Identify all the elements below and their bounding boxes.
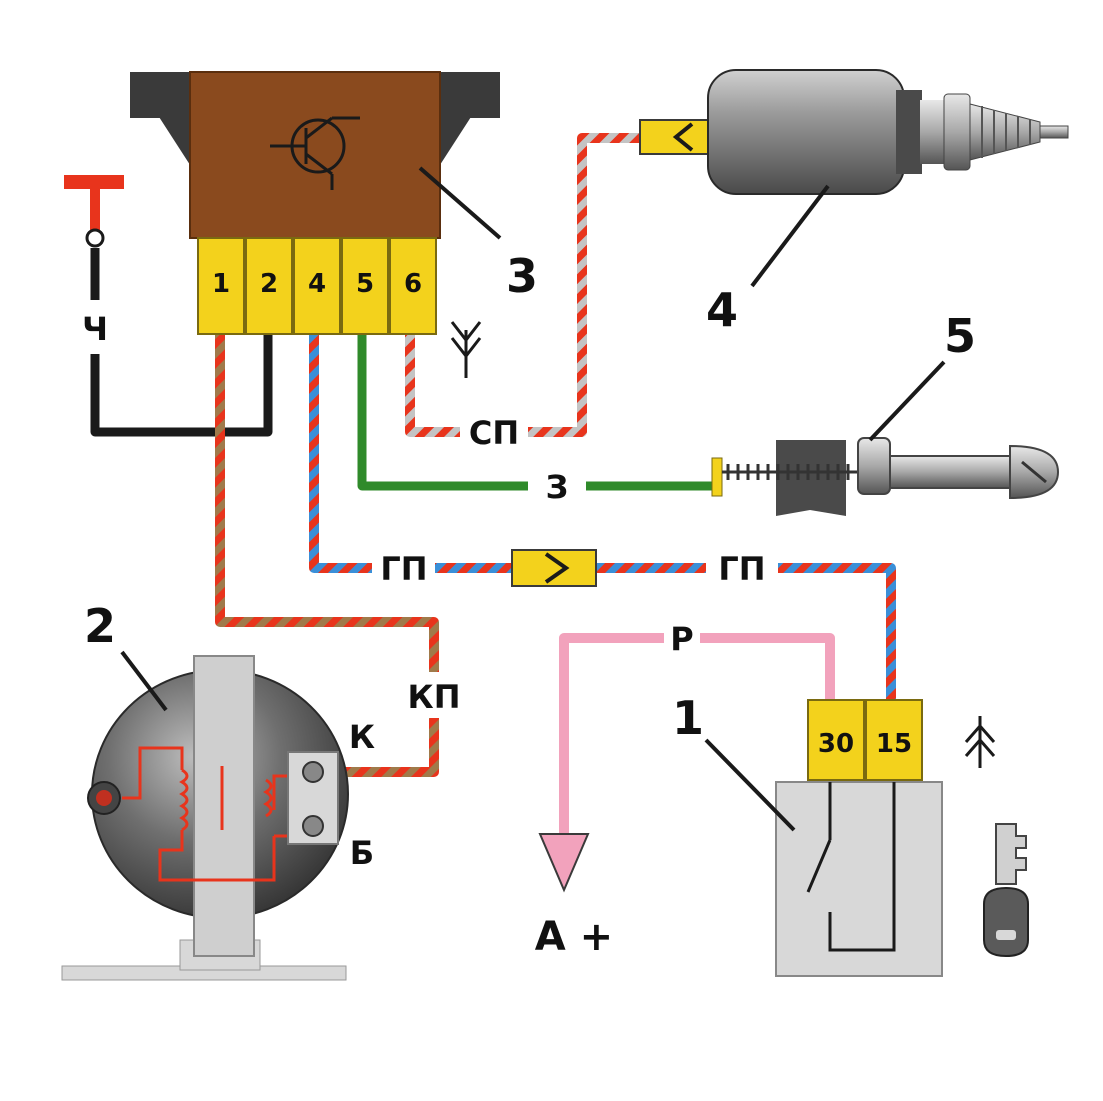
- solenoid-body: [707, 69, 905, 195]
- relay-pin-2: 2: [245, 237, 293, 335]
- ignition-coil: [61, 655, 349, 981]
- solenoid-number: 4: [706, 283, 738, 337]
- wire-label-grey-red: СП: [469, 414, 519, 452]
- wire-black: [90, 248, 273, 437]
- coil-bracket: [193, 655, 255, 957]
- wire-green: [357, 334, 716, 491]
- solenoid-leader: [750, 184, 830, 288]
- wire-pink: [559, 633, 835, 838]
- relay-pin-label: 1: [212, 269, 230, 299]
- ignition-number: 1: [672, 691, 704, 745]
- battery-label: А +: [535, 914, 613, 960]
- ignition-contact: [806, 782, 896, 952]
- wire-grey-red: [405, 133, 640, 437]
- relay-mount-left: [130, 72, 192, 168]
- coil-terminal-b: [302, 815, 324, 837]
- wire-label-blue-red-left: ГП: [380, 550, 427, 588]
- wire-label-pink: Р: [670, 620, 693, 658]
- ignition-pin-15: [865, 699, 923, 781]
- limit-switch-nut: [857, 437, 891, 495]
- connector-arrow-icon: [544, 552, 570, 584]
- relay-leader: [418, 166, 502, 240]
- transistor-icon: [270, 116, 360, 190]
- inline-connector: [511, 549, 597, 587]
- ground-terminal: [64, 175, 124, 248]
- ignition-switch: 30 15: [775, 699, 943, 977]
- ignition-pin-label: 15: [876, 729, 912, 759]
- wire-label-brown-red: КП: [408, 678, 461, 716]
- relay-pin-label: 5: [356, 269, 374, 299]
- wire-label-blue-red-right: ГП: [718, 550, 765, 588]
- limit-switch-leader: [868, 360, 946, 442]
- wire-brown-red: [215, 334, 439, 777]
- ignition-body: [775, 781, 943, 977]
- key-icon: [983, 823, 1029, 958]
- ignition-pin-label: 30: [818, 729, 854, 759]
- relay-pin-6: 6: [389, 237, 437, 335]
- coil-number: 2: [84, 599, 116, 653]
- relay-pin-4: 4: [293, 237, 341, 335]
- relay-pin-1: 1: [197, 237, 245, 335]
- relay-unit: 1 2 4 5 6: [130, 71, 502, 335]
- ignition-pin-30: [807, 699, 865, 781]
- solenoid-valve: [639, 69, 1069, 195]
- relay-number: 3: [506, 249, 538, 303]
- limit-switch-number: 5: [944, 309, 976, 363]
- relay-pin-label: 4: [308, 269, 326, 299]
- limit-switch: [711, 437, 1060, 516]
- limit-switch-bracket: [776, 440, 846, 516]
- battery-arrow: [538, 833, 590, 893]
- coil-terminal-k: [302, 761, 324, 783]
- relay-mount-right: [438, 72, 500, 168]
- coil-leader: [120, 650, 168, 712]
- coil-terminal-k-label: К: [349, 718, 375, 756]
- limit-switch-terminal: [711, 457, 723, 497]
- wire-label-green: З: [546, 468, 569, 506]
- ignition-leader: [704, 738, 796, 832]
- relay-body: [189, 71, 441, 239]
- relay-pin-label: 2: [260, 269, 278, 299]
- connector-arrow-icon: [672, 122, 694, 152]
- coil-terminal-b-label: Б: [350, 834, 374, 872]
- wire-blue-red: [309, 334, 896, 700]
- relay-pin-5: 5: [341, 237, 389, 335]
- connector-mark-icon: [450, 321, 482, 378]
- limit-switch-spring: [722, 464, 860, 480]
- limit-switch-rod: [889, 455, 1011, 489]
- wire-label-black: Ч: [82, 310, 108, 348]
- relay-pin-label: 6: [404, 269, 422, 299]
- ignition-connector-mark-icon: [964, 716, 996, 768]
